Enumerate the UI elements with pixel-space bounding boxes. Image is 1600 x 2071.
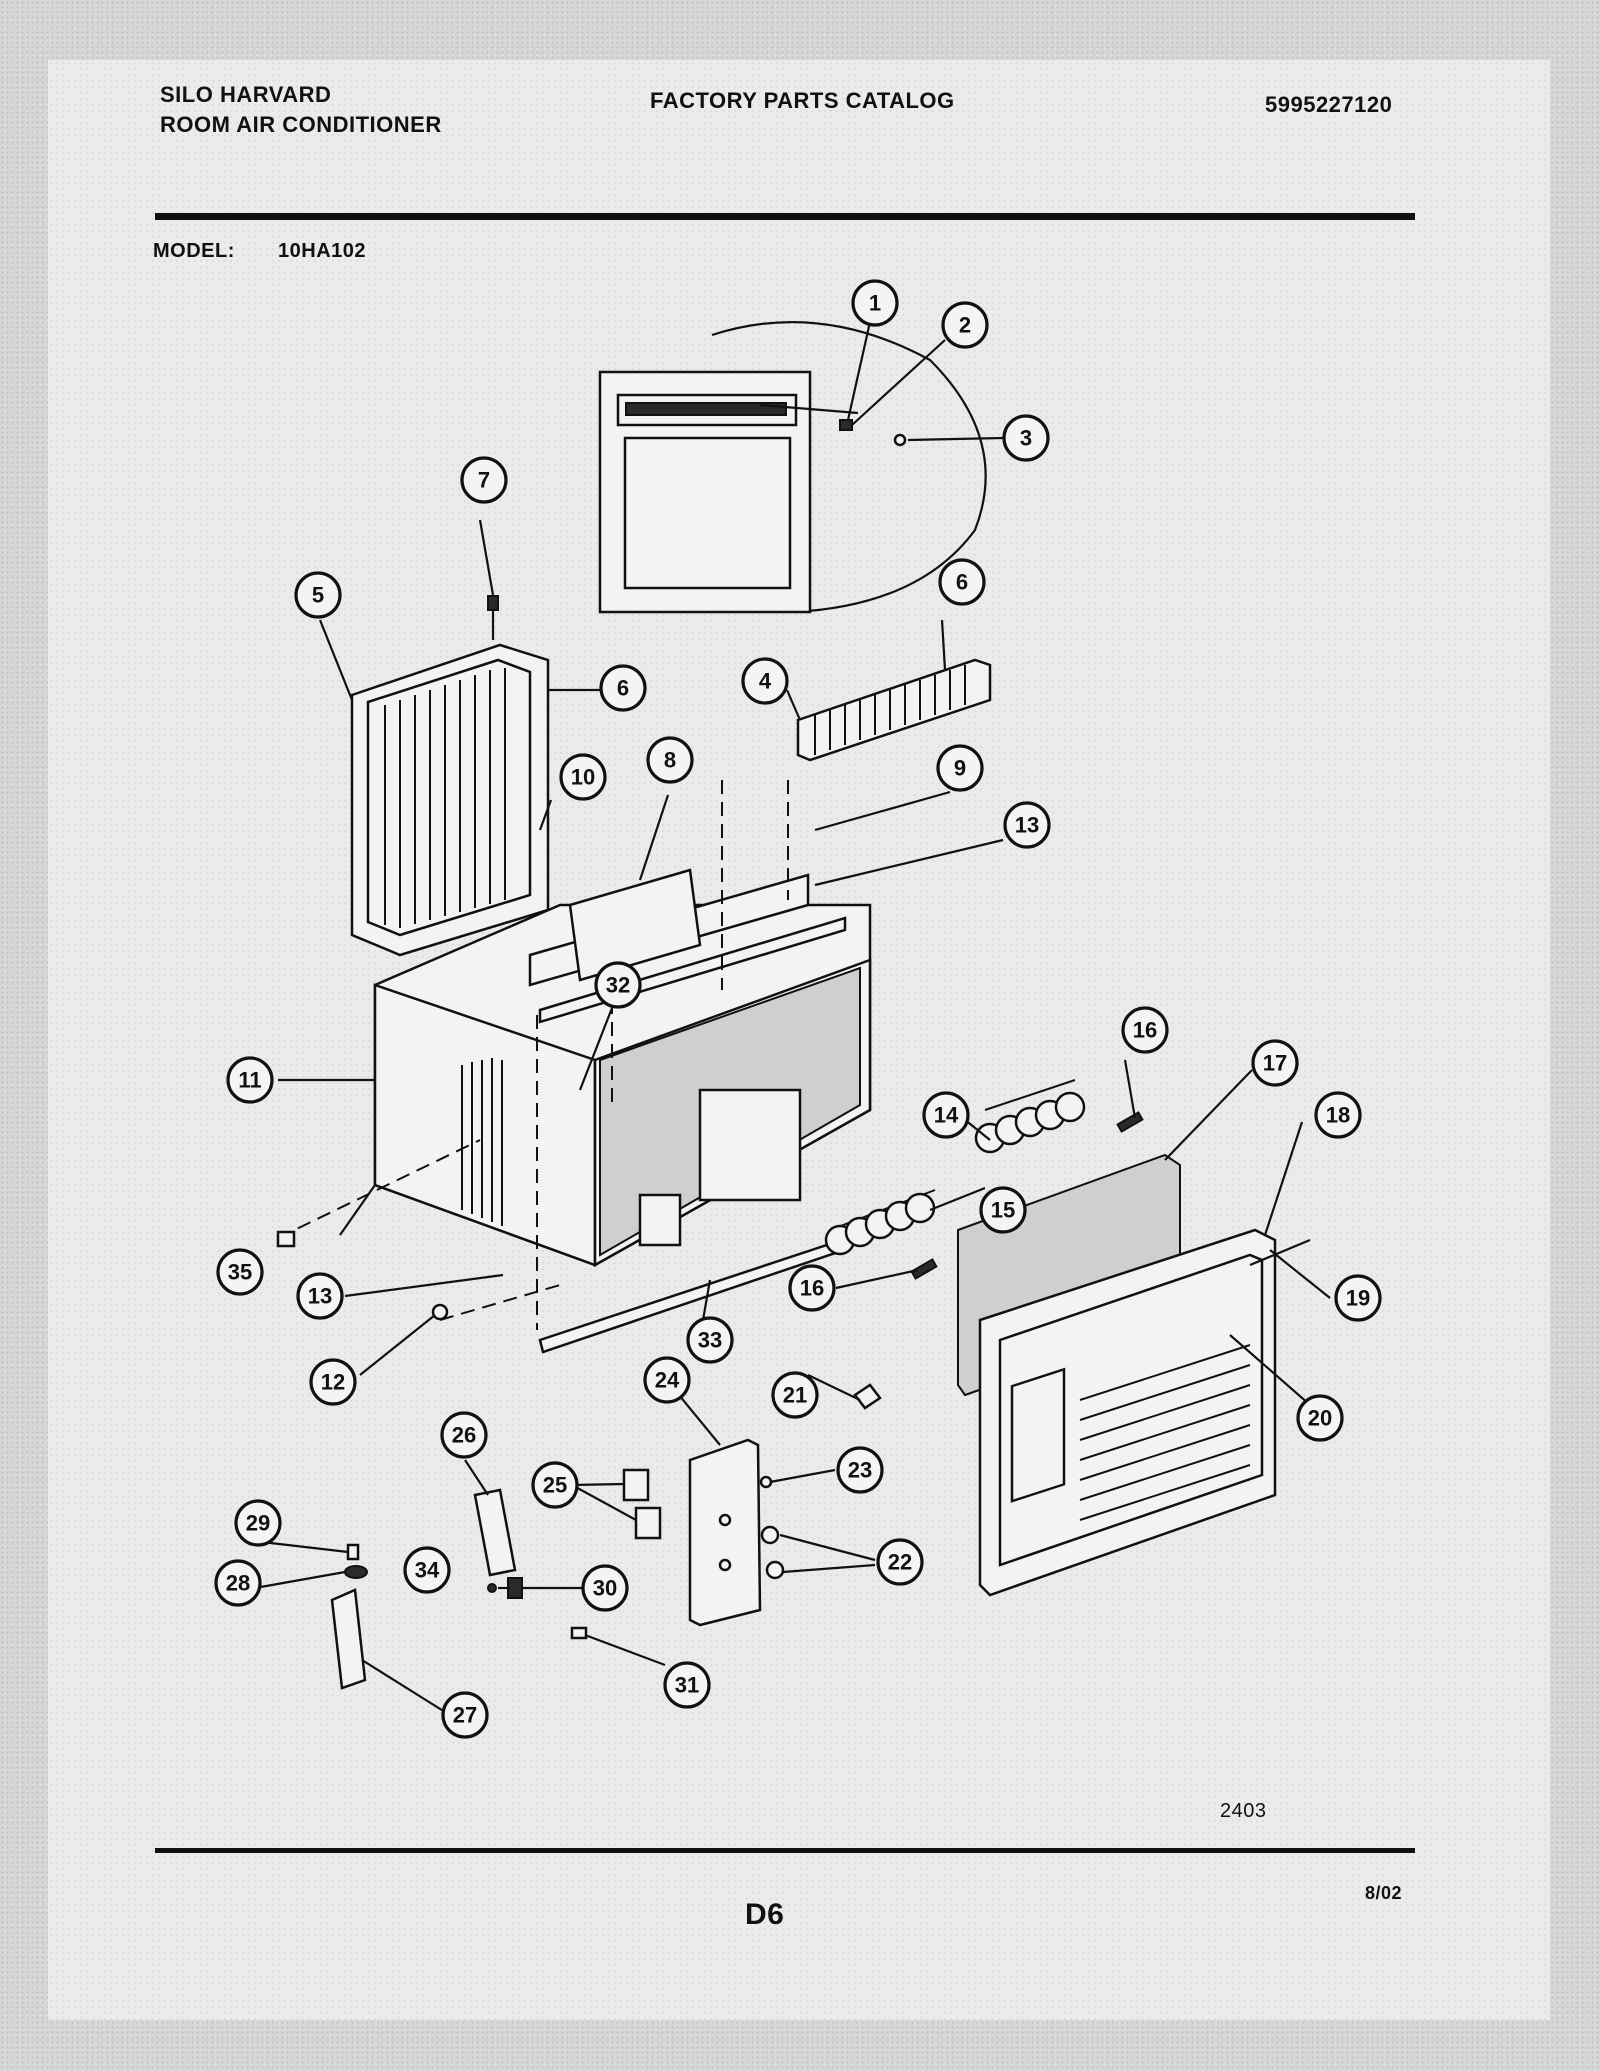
callout-30: 30: [581, 1564, 629, 1612]
svg-text:5: 5: [312, 583, 324, 608]
louver-assembly: [796, 658, 992, 762]
control-panel-parts: [276, 1230, 882, 1690]
front-grille: [978, 1228, 1311, 1597]
svg-text:8: 8: [664, 748, 676, 773]
assembly-guides: [277, 780, 789, 1330]
brand-line-2: ROOM AIR CONDITIONER: [160, 112, 442, 137]
callout-leaders: [254, 321, 1331, 1713]
front-panel-detail: [598, 321, 987, 614]
callout-12: 12: [309, 1358, 357, 1406]
svg-text:3: 3: [1020, 426, 1032, 451]
svg-text:18: 18: [1326, 1103, 1350, 1128]
svg-text:16: 16: [1133, 1018, 1157, 1043]
revision-date: 8/02: [1365, 1883, 1403, 1903]
svg-text:10: 10: [571, 765, 595, 790]
callout-32: 32: [594, 961, 642, 1009]
svg-text:17: 17: [1263, 1051, 1287, 1076]
air-filter-grille: [350, 595, 600, 957]
callout-35: 35: [216, 1248, 264, 1296]
svg-text:23: 23: [848, 1458, 872, 1483]
svg-text:6: 6: [617, 676, 629, 701]
svg-text:26: 26: [452, 1423, 476, 1448]
svg-text:32: 32: [606, 973, 630, 998]
svg-text:28: 28: [226, 1571, 250, 1596]
callout-22: 22: [876, 1538, 924, 1586]
callout-21: 21: [771, 1371, 819, 1419]
svg-text:25: 25: [543, 1473, 567, 1498]
callout-24: 24: [643, 1356, 691, 1404]
callout-15: 15: [979, 1186, 1027, 1234]
svg-text:30: 30: [593, 1576, 617, 1601]
svg-text:22: 22: [888, 1550, 912, 1575]
svg-text:20: 20: [1308, 1406, 1332, 1431]
callout-25: 25: [531, 1461, 579, 1509]
callout-27: 27: [441, 1691, 489, 1739]
callout-13b: 13: [296, 1272, 344, 1320]
svg-text:15: 15: [991, 1198, 1015, 1223]
callout-1: 1: [851, 279, 899, 327]
callout-10: 10: [559, 753, 607, 801]
footer-rule: [155, 1848, 1415, 1853]
svg-text:12: 12: [321, 1370, 345, 1395]
callout-17: 17: [1251, 1039, 1299, 1087]
svg-text:21: 21: [783, 1383, 807, 1408]
svg-text:2: 2: [959, 313, 971, 338]
callout-14: 14: [922, 1091, 970, 1139]
callouts: 1 2 3 4 5 6 6 7 8 9 10 11 12 13 13 14 15…: [214, 279, 1382, 1739]
svg-text:7: 7: [478, 468, 490, 493]
callout-8: 8: [646, 736, 694, 784]
svg-text:33: 33: [698, 1328, 722, 1353]
svg-text:29: 29: [246, 1511, 270, 1536]
callout-6a: 6: [599, 664, 647, 712]
callout-26: 26: [440, 1411, 488, 1459]
cabinet: [339, 903, 872, 1268]
svg-text:16: 16: [800, 1276, 824, 1301]
header-rule: [155, 213, 1415, 220]
callout-18: 18: [1314, 1091, 1362, 1139]
svg-text:9: 9: [954, 756, 966, 781]
drawing-number: 2403: [1220, 1800, 1267, 1822]
svg-text:1: 1: [869, 291, 881, 316]
catalog-number: 5995227120: [1265, 92, 1393, 117]
callout-19: 19: [1334, 1274, 1382, 1322]
callout-4: 4: [741, 657, 789, 705]
callout-7: 7: [460, 456, 508, 504]
callout-16a: 16: [1121, 1006, 1169, 1054]
model-number: 10HA102: [278, 240, 367, 262]
catalog-title: FACTORY PARTS CATALOG: [650, 88, 955, 113]
callout-5: 5: [294, 571, 342, 619]
svg-text:14: 14: [934, 1103, 959, 1128]
svg-text:35: 35: [228, 1260, 252, 1285]
svg-text:13: 13: [308, 1284, 332, 1309]
svg-text:11: 11: [238, 1068, 261, 1093]
svg-text:13: 13: [1015, 813, 1039, 838]
brand-line-1: SILO HARVARD: [160, 82, 332, 107]
svg-text:27: 27: [453, 1703, 477, 1728]
callout-9: 9: [936, 744, 984, 792]
svg-text:4: 4: [759, 669, 772, 694]
svg-text:19: 19: [1346, 1286, 1370, 1311]
callout-29: 29: [234, 1499, 282, 1547]
model-label: MODEL:: [153, 240, 235, 262]
callout-16b: 16: [788, 1264, 836, 1312]
callout-20: 20: [1296, 1394, 1344, 1442]
callout-33: 33: [686, 1316, 734, 1364]
callout-13a: 13: [1003, 801, 1051, 849]
svg-text:6: 6: [956, 570, 968, 595]
control-knobs: [824, 1079, 1144, 1280]
svg-text:31: 31: [675, 1673, 699, 1698]
callout-34: 34: [403, 1546, 451, 1594]
svg-text:24: 24: [655, 1368, 680, 1393]
callout-3: 3: [1002, 414, 1050, 462]
svg-text:34: 34: [415, 1558, 440, 1583]
page-code: D6: [745, 1898, 785, 1931]
callout-23: 23: [836, 1446, 884, 1494]
callout-28: 28: [214, 1559, 262, 1607]
callout-6b: 6: [938, 558, 986, 606]
callout-2: 2: [941, 301, 989, 349]
callout-31: 31: [663, 1661, 711, 1709]
callout-11: 11: [226, 1056, 274, 1104]
